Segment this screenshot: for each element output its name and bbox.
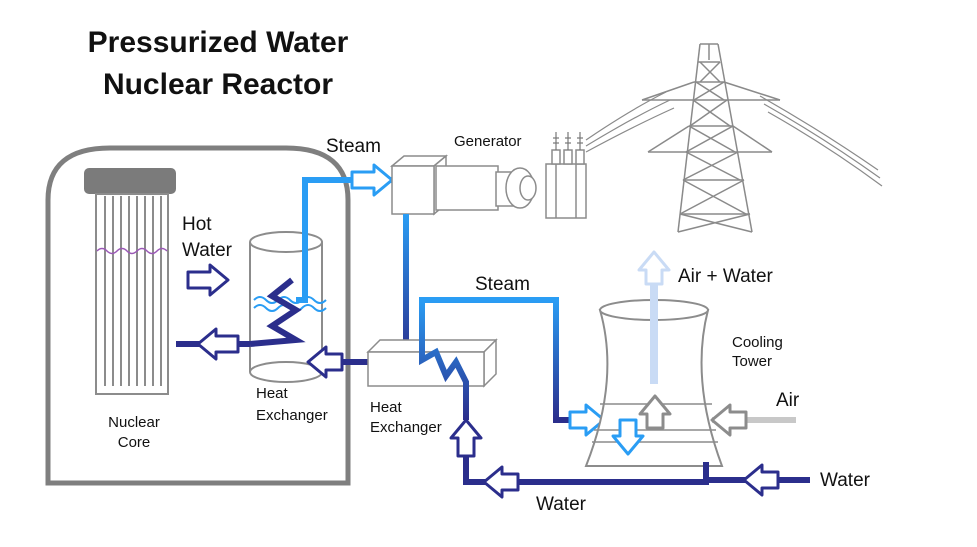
primary-return-arrow (196, 327, 240, 361)
water-bottom-label: Water (536, 494, 587, 515)
nuclear-core (84, 168, 176, 395)
generator-label: Generator (454, 133, 522, 150)
steam-pipe-mid (419, 297, 592, 423)
air-water-label: Air + Water (678, 266, 774, 287)
air-water-arrow (637, 250, 671, 286)
tower-up-arrow (638, 394, 672, 430)
heat-exchanger-2-label-2: Exchanger (370, 419, 442, 436)
heat-exchanger-2 (366, 338, 498, 388)
transmission-tower (641, 43, 781, 233)
tower-down-arrow (611, 418, 645, 456)
nuclear-core-label-1: Nuclear (108, 414, 160, 431)
water-up-arrow (449, 418, 483, 458)
water-right-arrow (742, 463, 780, 497)
steam-mid-label: Steam (475, 274, 530, 295)
hot-water-arrow (186, 263, 230, 297)
heat-exchanger-1-coil (249, 277, 306, 347)
cooling-tower-label-1: Cooling (732, 334, 783, 351)
hot-water-label-1: Hot (182, 214, 212, 235)
air-label: Air (776, 390, 800, 411)
title-line-1: Pressurized Water (88, 26, 349, 59)
power-lines (585, 91, 883, 187)
steam-mid-arrow (568, 403, 606, 437)
heat-exchanger-1-label-2: Exchanger (256, 407, 328, 424)
steam-top-label: Steam (326, 136, 381, 157)
nuclear-core-label-2: Core (118, 434, 151, 451)
turbine-return-arrow (306, 345, 344, 379)
heat-exchanger-1-label-1: Heat (256, 385, 289, 402)
cooling-tower-label-2: Tower (732, 353, 772, 370)
air-arrow (710, 403, 748, 437)
water-right-label: Water (820, 470, 871, 491)
turbine-generator (389, 149, 587, 219)
heat-exchanger-2-label-1: Heat (370, 399, 403, 416)
title-line-2: Nuclear Reactor (103, 68, 333, 101)
steam-top-arrow (350, 163, 394, 197)
hot-water-label-2: Water (182, 240, 233, 261)
water-bottom-arrow (482, 465, 520, 499)
generator-terminals (553, 132, 583, 150)
steam-pipe-top (296, 177, 392, 303)
